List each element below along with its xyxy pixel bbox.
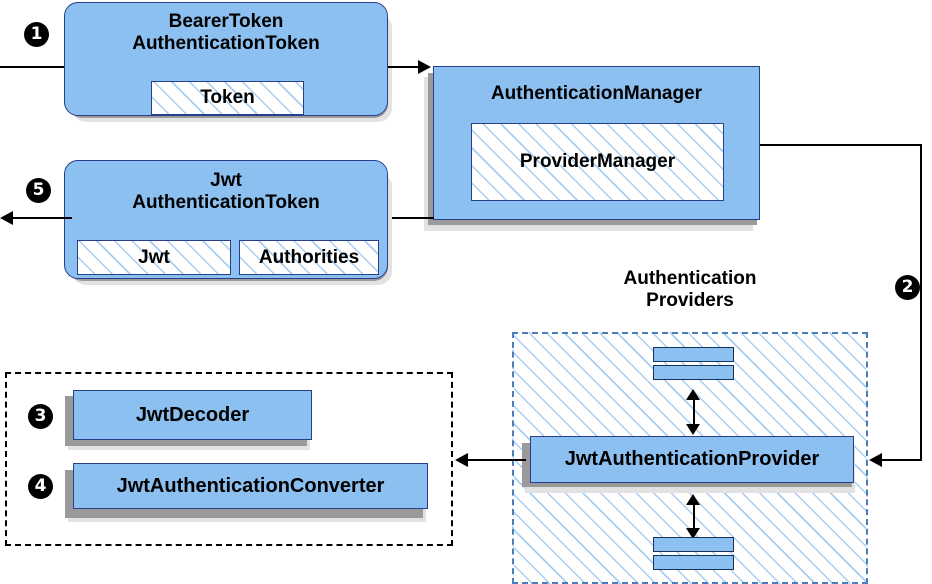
arrowhead-step2-into-provider — [869, 453, 882, 467]
authentication-manager-title: AuthenticationManager — [490, 83, 703, 104]
connector-step2-right — [920, 144, 922, 460]
authentication-providers-label: Authentication Providers — [560, 268, 820, 311]
arrowhead-provider-up-top — [686, 389, 700, 400]
connector-provider-down — [693, 503, 695, 530]
arrowhead-provider-down-bottom — [686, 528, 700, 539]
jwt-decoder-label: JwtDecoder — [135, 403, 250, 426]
field-provider-manager-label: ProviderManager — [519, 151, 676, 173]
arrowhead-provider-down-top — [686, 424, 700, 435]
provider-placeholder-bar-1 — [653, 347, 734, 362]
field-token[interactable]: Token — [151, 81, 304, 115]
field-authorities-label: Authorities — [258, 246, 360, 268]
connector-step2-bottom — [882, 459, 922, 461]
node-jwt-authentication-provider[interactable]: JwtAuthenticationProvider — [530, 436, 854, 483]
arrowhead-step5-outgoing — [0, 211, 13, 225]
node-jwt-authentication-token[interactable]: Jwt AuthenticationToken Jwt Authorities — [64, 160, 388, 279]
field-jwt-label: Jwt — [138, 246, 170, 268]
step-bullet-1: 1 — [24, 22, 49, 47]
node-bearer-token-authentication-token[interactable]: BearerToken AuthenticationToken Token — [64, 2, 388, 116]
step-bullet-4: 4 — [28, 474, 53, 499]
jwt-authentication-converter-label: JwtAuthenticationConverter — [116, 474, 385, 497]
collaborators-group — [5, 372, 453, 546]
bearer-token-title-line1: BearerToken — [168, 11, 284, 32]
arrowhead-provider-up-bottom — [686, 494, 700, 505]
field-jwt[interactable]: Jwt — [77, 240, 231, 275]
authentication-providers-label-line2: Providers — [646, 289, 734, 311]
connector-provider-to-collaborators — [468, 459, 526, 461]
jwt-token-title-line2: AuthenticationToken — [132, 191, 320, 213]
field-provider-manager[interactable]: ProviderManager — [471, 123, 724, 201]
arrowhead-bearer-to-manager — [418, 60, 431, 74]
jwt-token-title: Jwt AuthenticationToken — [65, 161, 387, 213]
field-authorities[interactable]: Authorities — [239, 240, 379, 275]
bearer-token-title: BearerToken AuthenticationToken — [65, 3, 387, 54]
connector-step1-incoming — [0, 66, 72, 68]
connector-provider-up — [693, 398, 695, 426]
connector-step2-top — [760, 144, 922, 146]
step-bullet-3: 3 — [28, 404, 53, 429]
field-token-label: Token — [200, 87, 255, 109]
connector-step5-outgoing — [13, 217, 72, 219]
connector-manager-to-jwt-token — [388, 217, 434, 219]
provider-placeholder-bar-3 — [653, 537, 734, 552]
provider-placeholder-bar-2 — [653, 365, 734, 380]
step-bullet-5: 5 — [26, 178, 51, 203]
arrowhead-provider-to-collaborators — [455, 453, 468, 467]
provider-placeholder-bar-4 — [653, 555, 734, 570]
bearer-token-title-line2: AuthenticationToken — [132, 32, 320, 54]
node-jwt-decoder[interactable]: JwtDecoder — [73, 390, 312, 440]
jwt-authentication-provider-label: JwtAuthenticationProvider — [564, 448, 820, 471]
authentication-providers-label-line1: Authentication — [623, 268, 757, 289]
step-bullet-2: 2 — [895, 275, 920, 300]
jwt-token-title-line1: Jwt — [210, 170, 242, 191]
connector-bearer-to-manager — [388, 66, 420, 68]
node-jwt-authentication-converter[interactable]: JwtAuthenticationConverter — [73, 463, 428, 509]
node-authentication-manager[interactable]: AuthenticationManager ProviderManager — [433, 66, 760, 220]
